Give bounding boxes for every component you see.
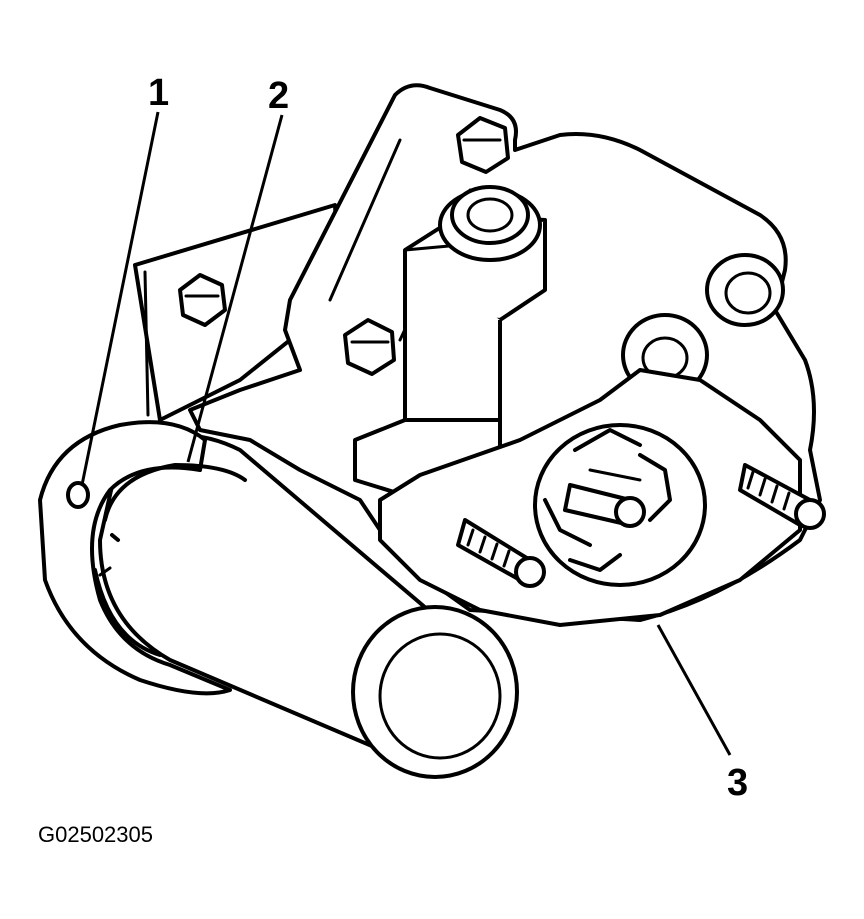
plate-bolt [178,273,227,327]
callout-2-leader [186,114,284,463]
snap-ring [93,463,247,657]
callout-3-label: 3 [727,762,748,804]
callout-3-leader [656,624,732,756]
callout-1-label: 1 [148,72,169,114]
middle-bolt [343,318,396,376]
stud-left [456,518,546,588]
outlet-fitting [438,185,542,262]
top-bolt [456,116,510,174]
drive-shaft [563,483,646,528]
cylinder-end [351,605,519,779]
figure-id: G02502305 [38,822,153,847]
flange-hole [66,481,90,509]
upper-boss [705,253,785,327]
callout-2-label: 2 [268,75,289,117]
stud-right [738,463,826,530]
callout-1-leader [80,111,160,486]
